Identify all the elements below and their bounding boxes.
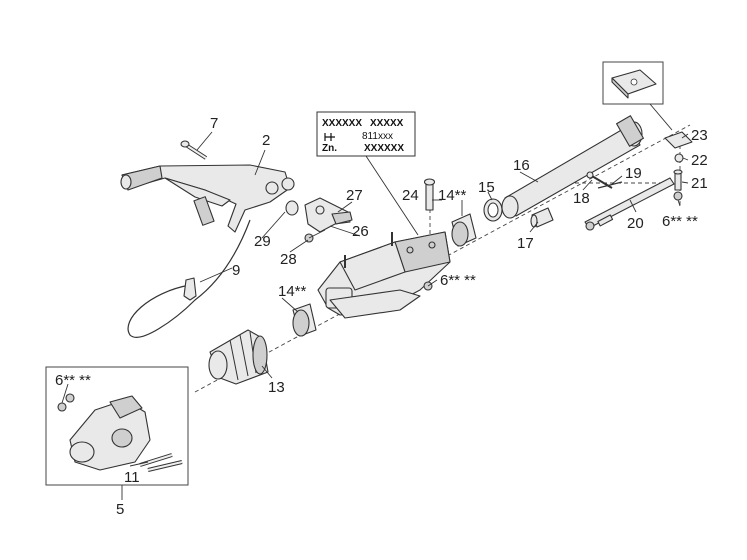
label-2: 2 bbox=[262, 132, 270, 149]
label-27: 27 bbox=[346, 187, 363, 204]
identification-plate: XXXXXX XXXXX 811xxx Zn. XXXXXX bbox=[316, 111, 416, 157]
plate-line3-left: Zn. bbox=[322, 143, 337, 154]
bushing-14-front bbox=[292, 303, 317, 337]
bolt-7 bbox=[180, 140, 208, 160]
damper-20 bbox=[584, 177, 675, 231]
clip-19 bbox=[597, 181, 623, 189]
part-labels: 2 7 9 29 28 27 26 14** 24 14** 15 16 17 … bbox=[55, 115, 708, 518]
split-pin-18 bbox=[586, 171, 613, 189]
label-5: 5 bbox=[116, 501, 124, 518]
label-22: 22 bbox=[691, 152, 708, 169]
label-17: 17 bbox=[517, 235, 534, 252]
breakaway-cable bbox=[127, 219, 251, 338]
label-14-rear: 14** bbox=[438, 187, 467, 204]
label-6-rear: 6** ** bbox=[662, 213, 698, 230]
pin-17 bbox=[530, 207, 554, 228]
label-13: 13 bbox=[268, 379, 285, 396]
label-26: 26 bbox=[352, 223, 369, 240]
label-6-coupling: 6** ** bbox=[55, 372, 91, 389]
washer-29 bbox=[285, 200, 299, 216]
leader-lines bbox=[61, 131, 689, 467]
plate-line3-right: XXXXXX bbox=[364, 143, 404, 154]
cable-clip bbox=[183, 277, 197, 301]
plate-line1-left: XXXXXX bbox=[322, 118, 362, 129]
label-23: 23 bbox=[691, 127, 708, 144]
bolt-24 bbox=[423, 178, 436, 211]
bushing-14-rear bbox=[451, 213, 477, 247]
label-18: 18 bbox=[573, 190, 590, 207]
leader-plate bbox=[365, 155, 419, 236]
label-19: 19 bbox=[625, 165, 642, 182]
label-15: 15 bbox=[478, 179, 495, 196]
label-14-front: 14** bbox=[278, 283, 307, 300]
nut-6-rear bbox=[673, 191, 683, 201]
label-28: 28 bbox=[280, 251, 297, 268]
label-16: 16 bbox=[513, 157, 530, 174]
bolt-21 bbox=[673, 169, 683, 191]
label-21: 21 bbox=[691, 175, 708, 192]
washer-22 bbox=[674, 153, 684, 163]
coupling-inset-box bbox=[45, 366, 189, 486]
label-11: 11 bbox=[124, 469, 140, 486]
drawbar-housing bbox=[317, 231, 451, 319]
inset-23 bbox=[602, 61, 673, 131]
label-9: 9 bbox=[232, 262, 240, 279]
plate-line1-right: XXXXX bbox=[370, 118, 404, 129]
handbrake-lever bbox=[120, 164, 295, 233]
label-29: 29 bbox=[254, 233, 271, 250]
lever-linkage-27 bbox=[304, 197, 353, 233]
label-24: 24 bbox=[402, 187, 419, 204]
plate-line2-right: 811xxx bbox=[362, 131, 393, 142]
label-7: 7 bbox=[210, 115, 218, 132]
label-20: 20 bbox=[627, 215, 644, 232]
bellows-13 bbox=[208, 329, 269, 385]
hitch-symbol-icon bbox=[324, 133, 335, 141]
drawbar-tube-16 bbox=[501, 115, 644, 219]
label-6-housing: 6** ** bbox=[440, 272, 476, 289]
